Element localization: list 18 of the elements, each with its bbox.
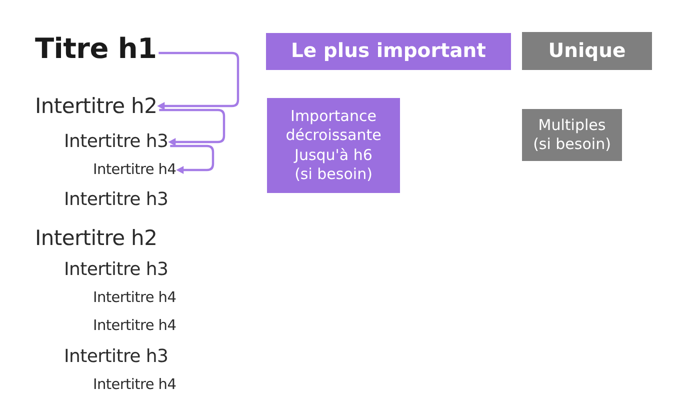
subheading-text: Intertitre h4 [93,162,176,178]
occurrence-box: Multiples (si besoin) [522,109,622,161]
subheading-text: Intertitre h4 [93,376,176,394]
bracket-arrow [170,144,214,174]
subheading-text: Intertitre h3 [64,190,168,210]
subheading-text: Intertitre h2 [35,94,158,118]
importance-box: Le plus important [266,33,511,70]
subheading-text: Intertitre h4 [93,318,176,334]
occurrence-box: Unique [522,32,652,70]
subheading-text: Intertitre h3 [64,346,168,368]
subheading-text: Intertitre h3 [64,260,168,280]
subheading-text: Intertitre h3 [64,132,168,152]
bracket-arrow [159,108,226,146]
importance-box: Importance décroissante Jusqu'à h6 (si besoin) [267,98,400,193]
title-text: Titre h1 [35,32,157,66]
subheading-text: Intertitre h2 [35,226,158,250]
bracket-arrow [157,52,240,110]
subheading-text: Intertitre h4 [93,290,176,306]
